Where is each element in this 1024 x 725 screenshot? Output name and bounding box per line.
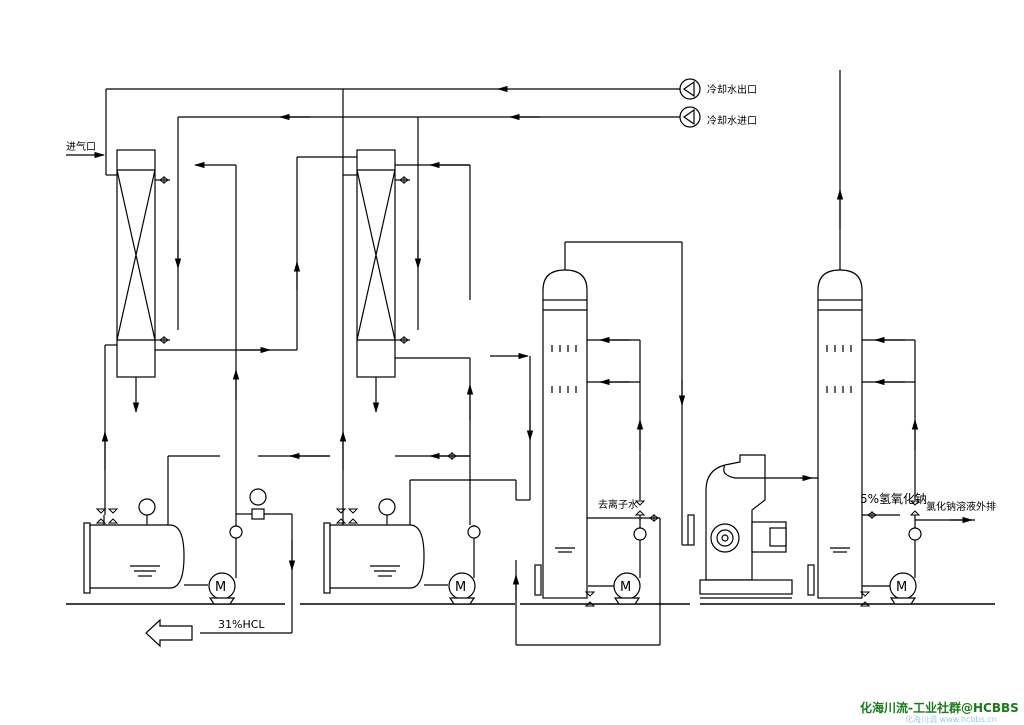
pump-2: M [424, 525, 481, 605]
scrubber-tower-2 [817, 70, 863, 599]
scrubber-2-spray-lines [826, 336, 975, 524]
scrubber-tower-1 [534, 241, 686, 599]
naoh-label: 5%氢氧化钠 [860, 491, 927, 506]
process-lines-stage-1-2 [101, 156, 534, 525]
deionized-water-label: 去离子水 [598, 498, 638, 511]
cooling-water-inlet-label: 冷却水进口 [707, 114, 757, 127]
storage-tank-1 [83, 498, 185, 594]
blower-fan [682, 454, 818, 599]
inlet-gas-label: 进气口 [66, 140, 96, 153]
pump-1: M [184, 505, 243, 605]
naocl-out-label: 氯化钠溶液外排 [926, 500, 996, 513]
scrubber-1-spray-lines [512, 336, 661, 646]
absorber-column-1 [116, 149, 156, 378]
svg-text:M: M [215, 580, 226, 595]
watermark-text: 化海川流-工业社群@HCBBS [860, 700, 1019, 715]
cooling-water-outlet-symbol [679, 78, 701, 100]
watermark-subtext: 化海川流 www.hcbbs.cn [905, 714, 997, 724]
pump-3: M [588, 515, 647, 605]
svg-text:M: M [896, 580, 907, 595]
cooling-water-lines [105, 85, 680, 330]
storage-tank-2 [323, 498, 425, 594]
svg-text:M: M [620, 580, 631, 595]
hcl-product-line [145, 488, 296, 648]
pump-4: M [862, 515, 922, 605]
valves [95, 176, 921, 607]
svg-text:M: M [455, 580, 466, 595]
cooling-water-outlet-label: 冷却水出口 [707, 83, 757, 96]
cooling-water-inlet-symbol [679, 106, 701, 128]
hcl-product-label: 31%HCL [218, 618, 265, 631]
absorber-column-2 [356, 149, 396, 378]
